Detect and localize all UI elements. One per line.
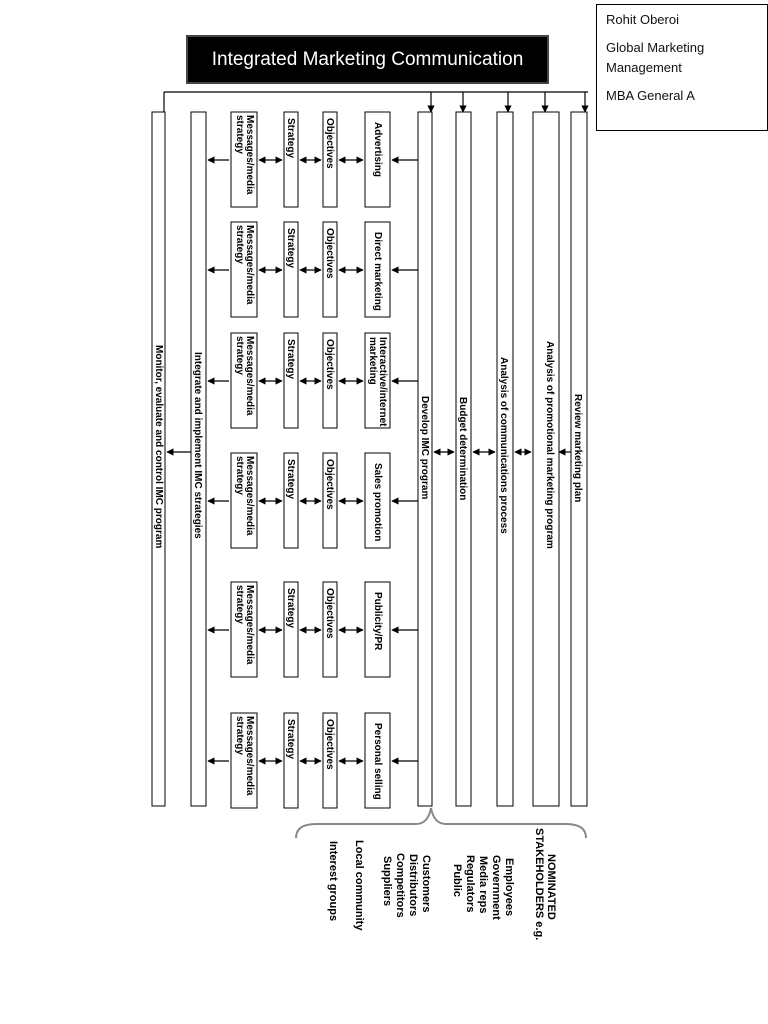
label-review: Review marketing plan (572, 394, 583, 502)
column-analysis-promo (532, 111, 560, 807)
objective-box (322, 712, 338, 809)
objectives-label: Objectives (324, 339, 335, 390)
strategy-box (283, 332, 299, 429)
stakeholder-item: Regulators (464, 855, 476, 912)
program-name: MBA General A (606, 88, 695, 103)
element-label: Personal selling (372, 723, 383, 800)
strategy-label: Strategy (285, 339, 296, 379)
strategy-label: Strategy (285, 588, 296, 628)
messages-label-line-2: strategy (234, 336, 245, 375)
messages-box (230, 332, 258, 429)
messages-label-line-2: strategy (234, 716, 245, 755)
element-box (364, 111, 391, 208)
element-box (364, 452, 391, 549)
imc-row: Advertising Objectives Strategy Messages/me… (207, 111, 418, 208)
element-label: Sales promotion (372, 463, 383, 541)
strategy-box (283, 712, 299, 809)
element-box (364, 581, 391, 678)
strategy-box (283, 452, 299, 549)
column-develop (417, 111, 433, 807)
strategy-label: Strategy (285, 228, 296, 268)
stakeholder-item: Customers (420, 855, 432, 912)
imc-row: Direct marketing Objectives Strategy Messag… (207, 221, 418, 318)
messages-label-line-2: strategy (234, 225, 245, 264)
objective-box (322, 221, 338, 318)
objectives-label: Objectives (324, 228, 335, 279)
objective-box (322, 581, 338, 678)
strategy-label: Strategy (285, 118, 296, 158)
objectives-label: Objectives (324, 118, 335, 169)
strategy-box (283, 111, 299, 208)
objectives-label: Objectives (324, 588, 335, 639)
messages-box (230, 111, 258, 208)
element-label: Advertising (372, 122, 383, 177)
imc-row: Publicity/PR Objectives Strategy Messages/m… (207, 581, 418, 678)
stakeholder-item: Media reps (477, 856, 489, 913)
messages-label-line-2: strategy (234, 456, 245, 495)
course-line-2: Management (606, 60, 682, 75)
messages-label-line-2: strategy (234, 585, 245, 624)
label-budget: Budget determination (457, 397, 468, 500)
stakeholder-item: Distributors (407, 854, 419, 916)
stakeholders-heading-2: STAKEHOLDERS e.g. (533, 828, 545, 940)
messages-label-line-1: Messages/media (244, 456, 255, 536)
stakeholder-item: Interest groups (327, 841, 339, 921)
strategy-box (283, 221, 299, 318)
strategy-label: Strategy (285, 719, 296, 759)
messages-label-line-1: Messages/media (244, 585, 255, 665)
messages-label-line-2: strategy (234, 115, 245, 154)
top-connector (163, 91, 589, 113)
element-label: Publicity/PR (372, 592, 383, 651)
column-budget (455, 111, 472, 807)
label-integrate: Integrate and implement IMC strategies (192, 352, 203, 539)
objectives-label: Objectives (324, 459, 335, 510)
messages-label-line-1: Messages/media (244, 225, 255, 305)
stakeholder-item: Local community (353, 840, 365, 931)
element-label: Direct marketing (372, 232, 383, 311)
course-line-1: Global Marketing (606, 40, 705, 55)
stakeholder-bracket (295, 807, 587, 839)
stakeholder-item: Suppliers (381, 856, 393, 906)
strategy-label: Strategy (285, 459, 296, 499)
imc-row: Sales promotion Objectives Strategy Message… (207, 452, 418, 549)
column-review (570, 111, 588, 807)
label-analysis-comm: Analysis of communications process (498, 357, 509, 534)
element-label: Interactive/internet (377, 337, 388, 427)
imc-row: Personal selling Objectives Strategy Messag… (207, 712, 418, 809)
column-analysis-comm (496, 111, 514, 807)
label-develop: Develop IMC program (419, 396, 430, 499)
messages-box (230, 452, 258, 549)
author-info-box: Rohit Oberoi Global Marketing Management… (596, 4, 768, 131)
stakeholder-item: Employees (503, 858, 515, 916)
element-box (364, 221, 391, 318)
imc-rows: AdvertisingObjectivesStrategyMessages/me… (207, 111, 418, 809)
stakeholders-heading-1: NOMINATED (545, 854, 557, 920)
messages-box (230, 712, 258, 809)
stakeholder-item: Government (490, 855, 502, 920)
stakeholder-item: Public (451, 864, 463, 897)
label-analysis-promo: Analysis of promotional marketing progra… (544, 341, 555, 549)
diagram-title-text: Integrated Marketing Communication (211, 48, 524, 70)
objective-box (322, 332, 338, 429)
column-integrate (190, 111, 207, 807)
messages-label-line-1: Messages/media (244, 115, 255, 195)
objectives-label: Objectives (324, 719, 335, 770)
author-name: Rohit Oberoi (606, 12, 679, 27)
element-box (364, 332, 391, 429)
objective-box (322, 452, 338, 549)
stakeholder-item: Competitors (394, 853, 406, 918)
strategy-box (283, 581, 299, 678)
messages-box (230, 581, 258, 678)
label-monitor: Monitor, evaluate and control IMC progra… (153, 345, 164, 548)
column-monitor (151, 111, 166, 807)
messages-box (230, 221, 258, 318)
messages-label-line-1: Messages/media (244, 716, 255, 796)
element-label-line-2: marketing (367, 337, 378, 385)
objective-box (322, 111, 338, 208)
element-box (364, 712, 391, 809)
diagram-title: Integrated Marketing Communication (186, 35, 549, 84)
messages-label-line-1: Messages/media (244, 336, 255, 416)
